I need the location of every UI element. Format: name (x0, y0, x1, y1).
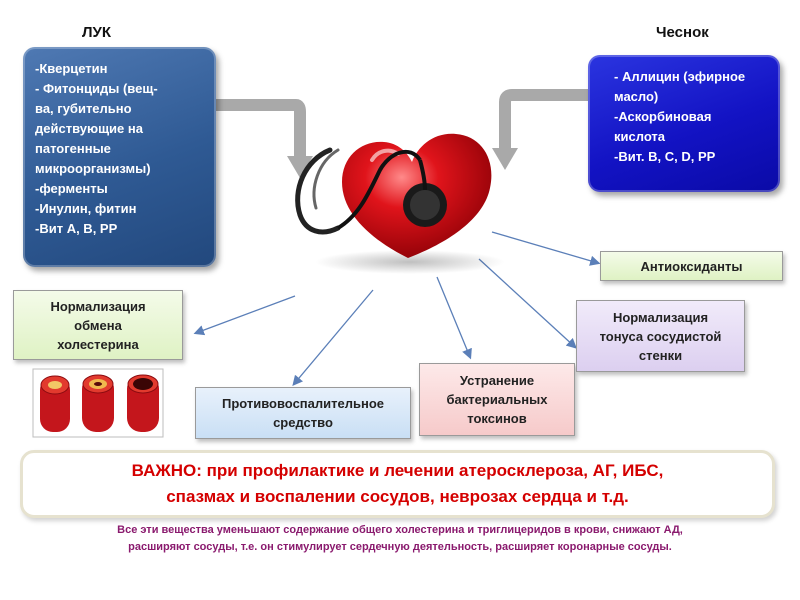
onion-item: -Инулин, фитин (35, 201, 137, 216)
anti-inflammatory-box: Противовоспалительное средство (195, 387, 411, 439)
vascular-tone-label-line: стенки (638, 347, 683, 363)
anti-inflammatory-label-line: средство (273, 415, 333, 430)
important-line: ВАЖНО: при профилактике и лечении атерос… (131, 461, 664, 480)
onion-components-panel: -Кверцетин - Фитонциды (вещ- ва, губител… (23, 47, 216, 267)
artery-cross-section-icon (40, 375, 70, 432)
vascular-tone-label-line: Нормализация (612, 309, 709, 325)
connector-cholesterol (193, 295, 296, 336)
toxins-label-line: бактериальных (446, 392, 548, 407)
footnote-line: расширяют сосуды, т.е. он стимулирует се… (128, 541, 672, 553)
garlic-item: -Вит. В, С, D, РР (614, 149, 716, 164)
garlic-title: Чеснок (656, 24, 709, 41)
stethoscope-icon (295, 147, 447, 235)
onion-item: -ферменты (35, 181, 108, 196)
connector-toxins (436, 276, 472, 360)
footnote-line: Все эти вещества уменьшают содержание об… (117, 524, 683, 536)
important-banner: ВАЖНО: при профилактике и лечении атерос… (20, 450, 775, 518)
anti-inflammatory-label-line: Противовоспалительное (221, 396, 385, 411)
connector-vascular-tone (478, 258, 577, 349)
vascular-tone-label-line: тонуса сосудистой (599, 328, 722, 344)
important-line: спазмах и воспалении сосудов, неврозах с… (166, 487, 629, 506)
cholesterol-label-line: холестерина (57, 336, 139, 352)
connector-anti-inflammatory (292, 289, 374, 386)
onion-item: -Кверцетин (35, 61, 108, 76)
onion-arrow (214, 99, 313, 178)
onion-item: - Фитонциды (вещ- (35, 81, 158, 96)
artery-cross-section-icon (82, 374, 114, 432)
toxins-box: Устранение бактериальных токсинов (419, 363, 575, 436)
antioxidants-label: Антиоксиданты (640, 258, 743, 274)
cholesterol-label-line: Нормализация (50, 298, 146, 314)
garlic-item: -Аскорбиновая (614, 109, 712, 124)
cholesterol-box: Нормализация обмена холестерина (13, 290, 183, 360)
onion-title: ЛУК (82, 24, 112, 41)
toxins-label-line: токсинов (467, 411, 527, 426)
garlic-item: масло) (614, 89, 659, 104)
garlic-arrow (492, 89, 590, 170)
garlic-item: кислота (614, 129, 666, 144)
cholesterol-label-line: обмена (74, 317, 122, 333)
footnote: Все эти вещества уменьшают содержание об… (20, 522, 780, 556)
toxins-label-line: Устранение (459, 373, 535, 388)
onion-item: -Вит А, В, РР (35, 221, 118, 236)
onion-item: микроорганизмы) (35, 161, 151, 176)
connector-antioxidants (491, 231, 601, 266)
onion-item: патогенные (35, 141, 111, 156)
garlic-components-panel: - Аллицин (эфирное масло) -Аскорбиновая … (588, 55, 780, 192)
onion-item: ва, губительно (35, 101, 132, 116)
antioxidants-box: Антиоксиданты (600, 251, 783, 281)
vascular-tone-box: Нормализация тонуса сосудистой стенки (576, 300, 745, 372)
onion-item: действующие на (35, 121, 143, 136)
garlic-item: - Аллицин (эфирное (614, 69, 746, 84)
artery-cross-section-icon (127, 374, 159, 432)
